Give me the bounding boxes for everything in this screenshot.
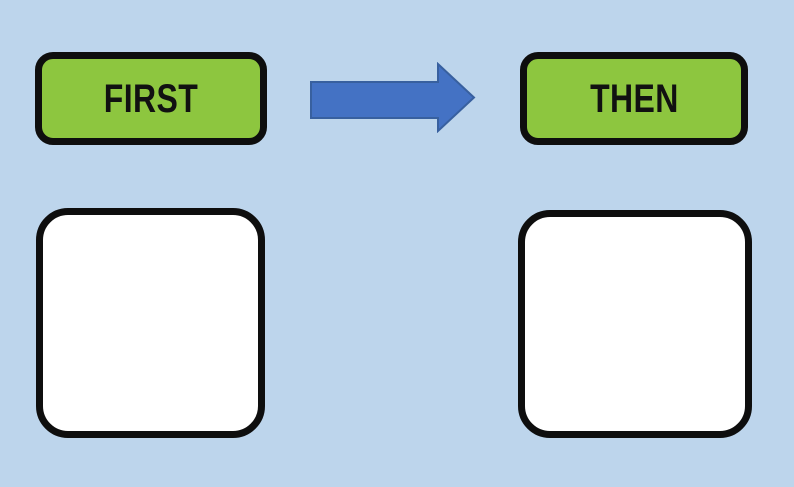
then-item-slot <box>518 210 752 438</box>
first-label: FIRST <box>103 76 199 121</box>
then-label: THEN <box>589 76 679 121</box>
then-label-pill: THEN <box>520 52 748 145</box>
first-item-slot <box>36 208 265 438</box>
right-arrow-icon <box>310 62 476 133</box>
first-label-pill: FIRST <box>35 52 267 145</box>
